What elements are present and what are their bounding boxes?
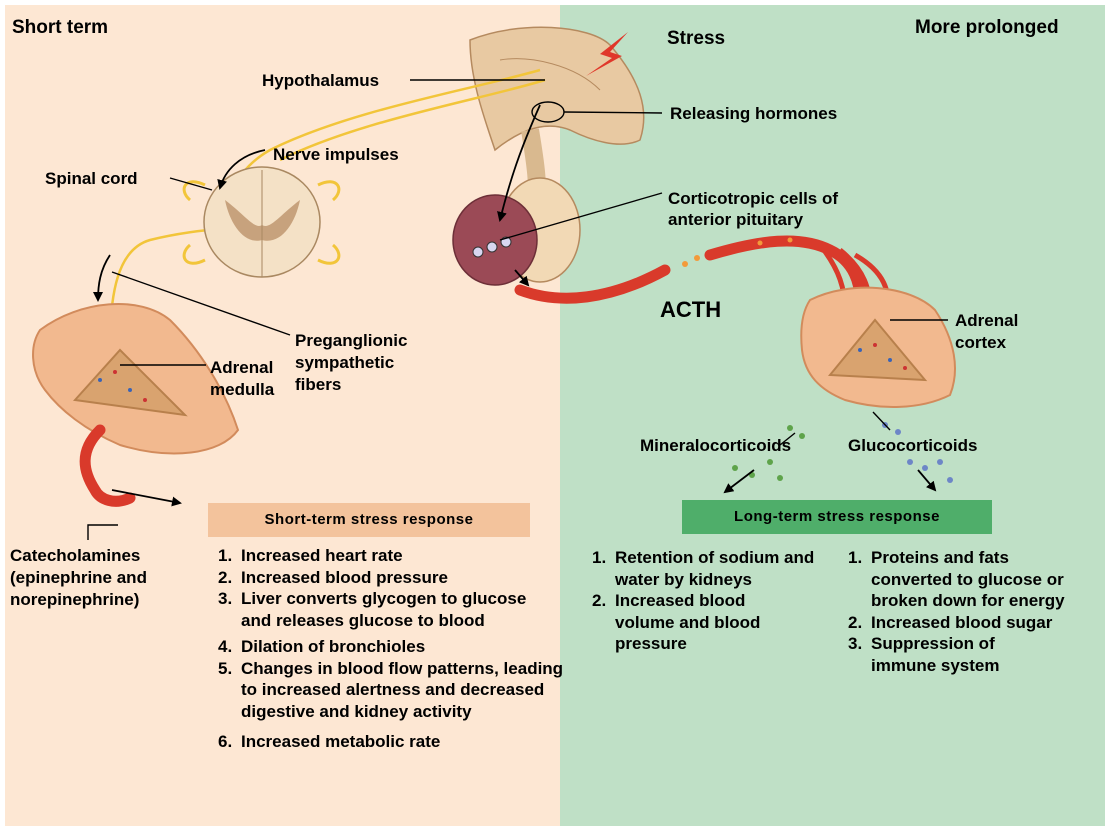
catecholamines-label-line3: norepinephrine)	[10, 589, 139, 610]
nerve-impulses-label: Nerve impulses	[273, 144, 399, 165]
short-term-header: Short term	[12, 17, 108, 38]
prolonged-header: More prolonged	[915, 17, 1059, 38]
spinal-cord-label: Spinal cord	[45, 168, 138, 189]
adrenal-gland-right-illustration	[801, 288, 955, 407]
mineralocorticoid-effect-item: 1.Retention of sodium and water by kidne…	[592, 547, 830, 590]
preganglionic-label-line3: fibers	[295, 374, 341, 395]
releasing-hormones-label: Releasing hormones	[670, 103, 837, 124]
preganglionic-label-line1: Preganglionic	[295, 330, 407, 351]
adrenal-cortex-label-line1: Adrenal	[955, 310, 1018, 331]
short-term-item: 4.Dilation of bronchioles	[218, 636, 558, 658]
corticotropic-label-line1: Corticotropic cells of	[668, 188, 838, 209]
short-term-response-list: 1.Increased heart rate 2.Increased blood…	[218, 545, 558, 753]
mineralocorticoid-effects-list: 1.Retention of sodium and water by kidne…	[592, 547, 832, 655]
acth-label: ACTH	[660, 297, 721, 323]
short-term-item: 5.Changes in blood flow patterns, leadin…	[218, 658, 576, 723]
mineralocorticoid-effect-item: 2.Increased blood volume and blood press…	[592, 590, 795, 655]
corticotropic-label-line2: anterior pituitary	[668, 209, 803, 230]
adrenal-medulla-label-line1: Adrenal	[210, 357, 273, 378]
hypothalamus-label: Hypothalamus	[262, 70, 379, 91]
catecholamines-label-line2: (epinephrine and	[10, 567, 147, 588]
catecholamines-label-line1: Catecholamines	[10, 545, 140, 566]
short-term-box-title: Short-term stress response	[208, 503, 530, 537]
adrenal-gland-left-illustration	[33, 304, 238, 453]
short-term-item: 3.Liver converts glycogen to glucose and…	[218, 588, 536, 631]
short-term-item: 1.Increased heart rate	[218, 545, 558, 567]
glucocorticoid-effect-item: 2.Increased blood sugar	[848, 612, 1098, 634]
adrenal-medulla-label-line2: medulla	[210, 379, 274, 400]
stress-label: Stress	[667, 28, 725, 49]
glucocorticoid-effect-item: 3.Suppression of immune system	[848, 633, 1051, 676]
preganglionic-label-line2: sympathetic	[295, 352, 394, 373]
adrenal-cortex-label-line2: cortex	[955, 332, 1006, 353]
glucocorticoid-effects-list: 1.Proteins and fats converted to glucose…	[848, 547, 1098, 676]
glucocorticoid-effect-item: 1.Proteins and fats converted to glucose…	[848, 547, 1076, 612]
spinal-cord-illustration	[184, 167, 339, 277]
glucocorticoids-label: Glucocorticoids	[848, 435, 977, 456]
mineralocorticoids-label: Mineralocorticoids	[640, 435, 791, 456]
long-term-box-title: Long-term stress response	[682, 500, 992, 534]
pituitary-illustration	[453, 178, 580, 285]
short-term-item: 2.Increased blood pressure	[218, 567, 558, 589]
short-term-item: 6.Increased metabolic rate	[218, 731, 558, 753]
